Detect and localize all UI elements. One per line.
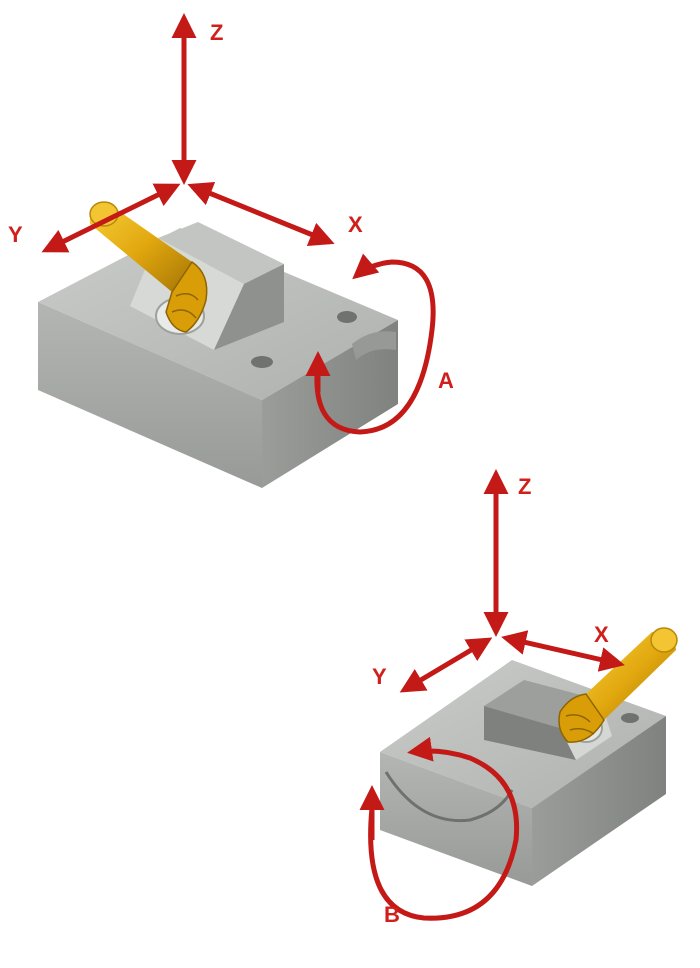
tool-flute-line xyxy=(171,293,199,319)
tool-flutes xyxy=(165,260,208,333)
diagram-a: Z Y X A xyxy=(8,13,454,488)
z-axis-label: Z xyxy=(518,474,531,499)
x-axis-arrow xyxy=(501,630,625,672)
wedge-side xyxy=(214,264,284,350)
z-axis-label: Z xyxy=(210,20,223,45)
tool-shank-end xyxy=(650,627,678,653)
workpiece-block-a xyxy=(38,222,398,488)
rotation-a: A xyxy=(305,253,454,435)
curved-groove xyxy=(384,771,514,823)
rotation-b-arc xyxy=(368,736,520,921)
rotation-b: B xyxy=(359,736,520,927)
slot-cut xyxy=(352,331,396,360)
tool-shank xyxy=(586,632,676,720)
wedge-front xyxy=(484,706,576,760)
bolt-hole xyxy=(621,713,639,723)
block-side-face xyxy=(532,716,666,886)
y-axis-arrow xyxy=(399,637,493,693)
diagram-b: Z Y X B xyxy=(359,469,678,927)
cutting-tool-b xyxy=(558,627,678,743)
y-axis-label: Y xyxy=(8,222,23,247)
tool-flute-line xyxy=(565,714,595,735)
bolt-hole xyxy=(251,356,273,368)
x-axis-label: X xyxy=(348,212,363,237)
axes-a: Z Y X xyxy=(8,13,363,253)
x-axis-label: X xyxy=(594,622,609,647)
rotation-a-arc xyxy=(314,253,436,435)
rotation-b-label: B xyxy=(384,902,400,927)
block-side-face xyxy=(262,320,398,488)
x-axis-arrow xyxy=(187,181,335,247)
block-front-face xyxy=(38,302,262,488)
bolt-hole xyxy=(337,311,357,323)
axes-b: Z Y X xyxy=(372,469,625,693)
y-axis-label: Y xyxy=(372,664,387,689)
y-axis-arrow xyxy=(41,183,181,253)
rotation-a-label: A xyxy=(438,368,454,393)
